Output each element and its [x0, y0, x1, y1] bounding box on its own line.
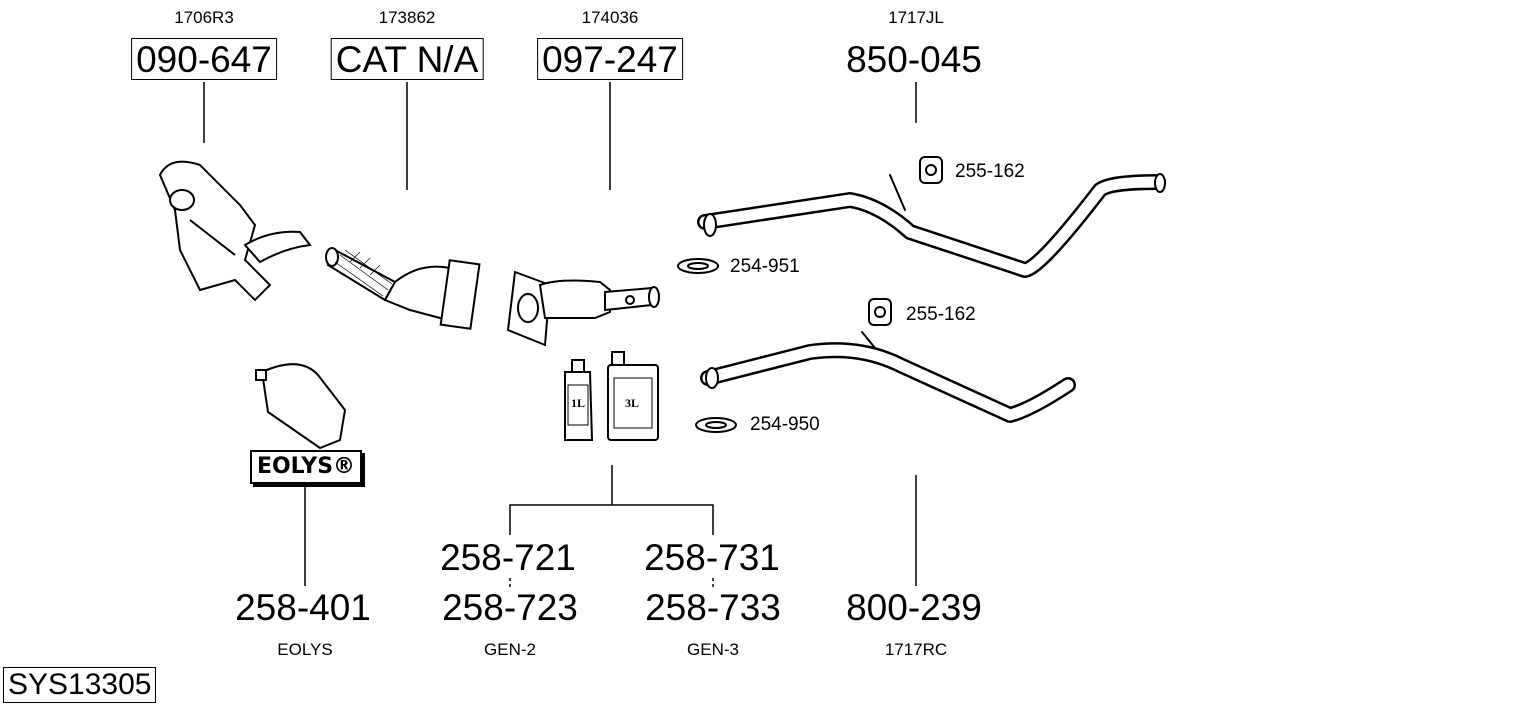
particulate-filter [506, 270, 660, 347]
clamp-ref[interactable]: 255-162 [906, 304, 976, 325]
oe-code: 1706R3 [174, 8, 234, 27]
part-number[interactable]: 850-045 [846, 39, 982, 80]
fluid-cans [564, 351, 659, 441]
oe-code: 1717JL [888, 8, 944, 27]
clamp-icon [695, 417, 737, 433]
oe-code: GEN-3 [687, 640, 739, 659]
part-number[interactable]: 800-239 [846, 587, 982, 628]
oe-code: GEN-2 [484, 640, 536, 659]
eolys-tank [255, 363, 347, 450]
part-number[interactable]: 258-721 [440, 537, 576, 578]
part-number[interactable]: 097-247 [537, 38, 683, 80]
part-number[interactable]: CAT N/A [330, 38, 484, 80]
oe-code: 173862 [378, 8, 436, 27]
system-id: SYS13305 [3, 667, 157, 703]
part-number[interactable]: 258-731 [644, 537, 780, 578]
clamp-icon [868, 298, 892, 326]
part-number[interactable]: 258-401 [235, 587, 371, 628]
can-label: 1L [571, 396, 586, 410]
clamp-icon [677, 258, 719, 274]
manifold-catalyst [158, 160, 312, 302]
part-number[interactable]: 258-723 [442, 587, 578, 628]
part-number[interactable]: 090-647 [131, 38, 277, 80]
flexi-catalyst [325, 247, 481, 330]
flexi-mesh [334, 249, 393, 297]
clamp-ref[interactable]: 255-162 [955, 161, 1025, 182]
part-number[interactable]: 258-733 [645, 587, 781, 628]
clamp-ref[interactable]: 254-951 [730, 256, 800, 277]
clamp-ref[interactable]: 254-950 [750, 414, 820, 435]
can-label: 3L [625, 396, 640, 410]
eolys-badge: EOLYS® [250, 450, 362, 484]
clamp-icon [919, 156, 943, 184]
bracket-line [509, 504, 714, 535]
oe-code: 1717RC [884, 640, 948, 659]
oe-code: EOLYS [277, 640, 333, 659]
oe-code: 174036 [581, 8, 639, 27]
